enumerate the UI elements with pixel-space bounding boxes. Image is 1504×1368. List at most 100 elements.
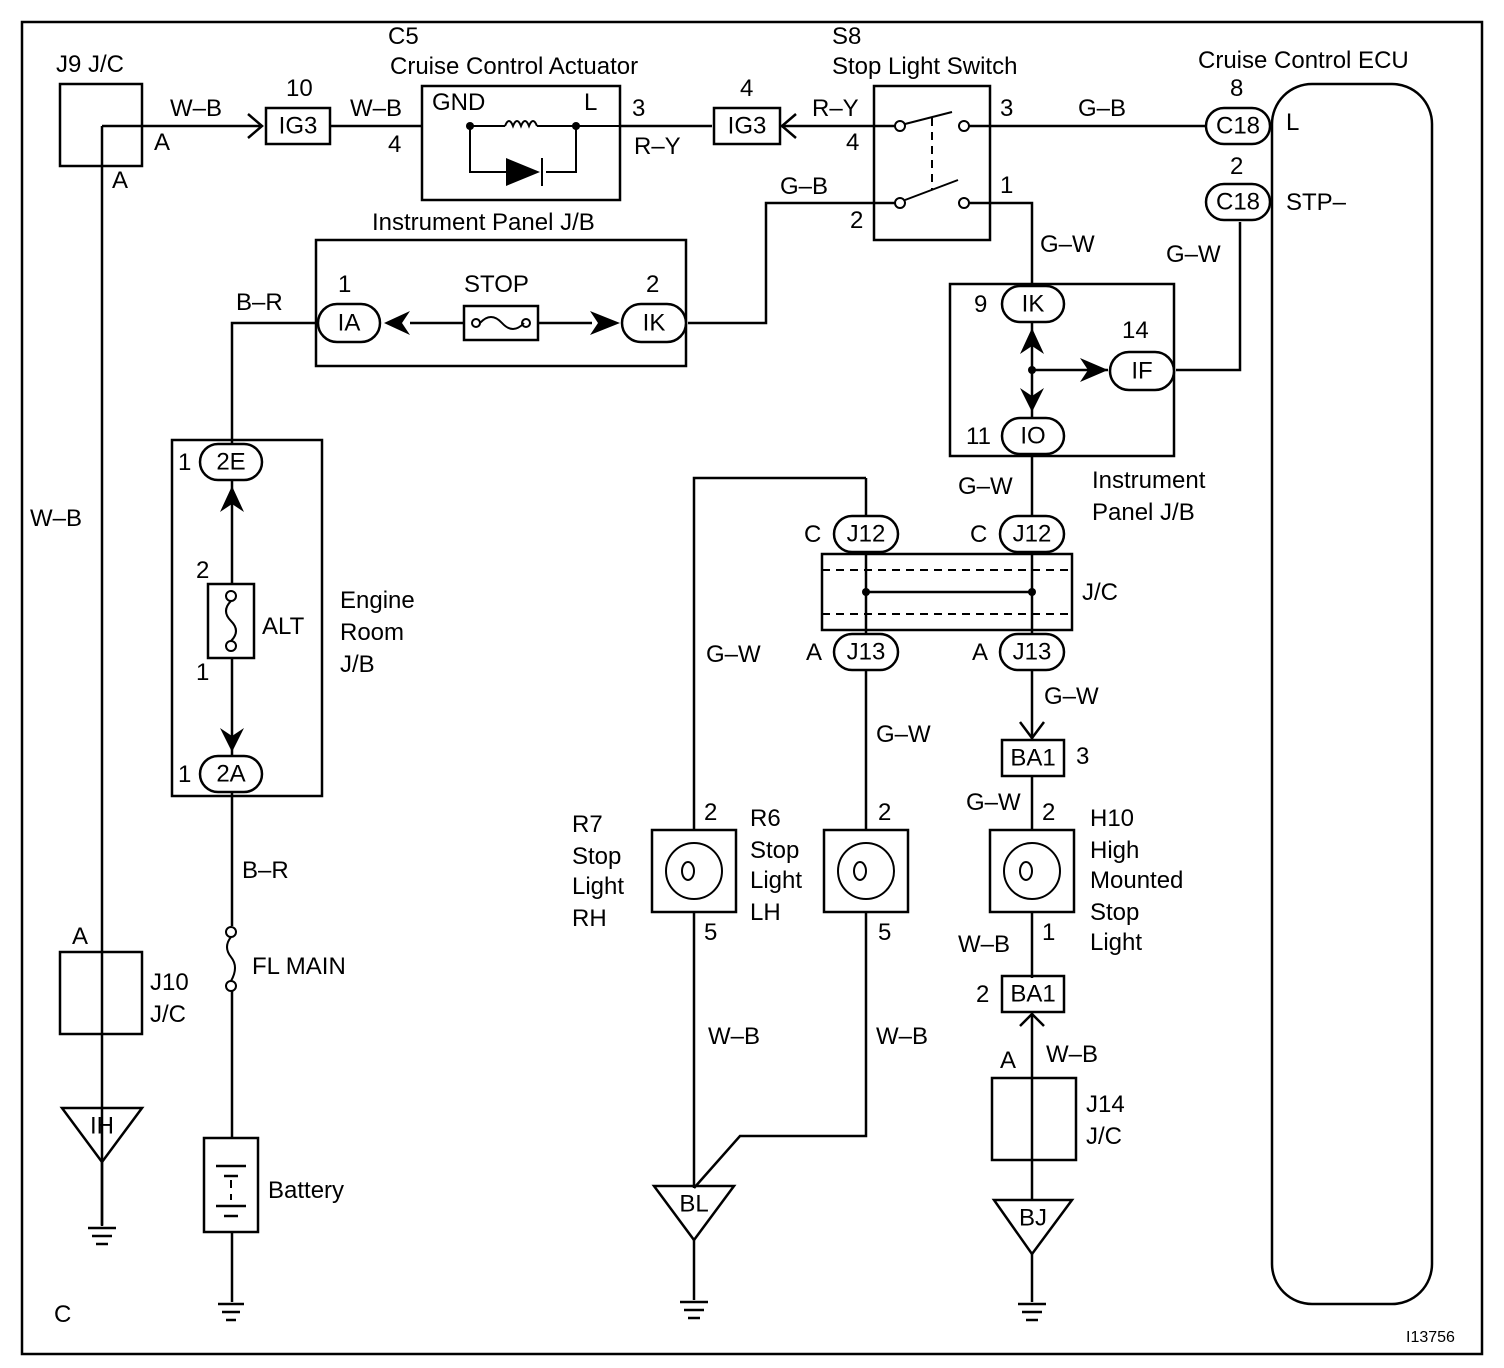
stop-light-lh-lamp — [822, 828, 910, 914]
if-connector: IF — [1108, 350, 1176, 392]
battery — [202, 1136, 260, 1234]
corner-c-label: C — [54, 1301, 71, 1328]
svg-text:J12: J12 — [847, 521, 886, 548]
arrow-io — [1020, 388, 1044, 412]
svg-text:IK: IK — [643, 310, 666, 337]
pin-4-s8: 4 — [846, 129, 859, 156]
pin-2-ecu: 2 — [1230, 153, 1243, 180]
high-mounted-stop-light-lamp — [988, 828, 1076, 914]
pin-3-act: 3 — [632, 95, 645, 122]
ground-bl — [680, 1300, 708, 1320]
ba1-connector-upper: BA1 — [1000, 738, 1066, 778]
wire-label-wb-h10: W–B — [958, 931, 1010, 958]
wire-label-wb-r7: W–B — [708, 1023, 760, 1050]
arrow-if — [1080, 358, 1108, 382]
r7-label-3: Light — [572, 873, 624, 900]
battery-label: Battery — [268, 1177, 344, 1204]
wire-label-gw-left: G–W — [706, 641, 761, 668]
wire-label-gw-mid: G–W — [876, 721, 931, 748]
io-connector: IO — [1000, 416, 1066, 456]
arrow-ik — [590, 311, 620, 335]
ground-ih — [88, 1226, 116, 1246]
pin-4-ig3: 4 — [740, 75, 753, 102]
stop-light-switch — [872, 84, 992, 242]
jc-junction-box — [820, 552, 1074, 632]
pin-4-act: 4 — [388, 131, 401, 158]
pin-1-2e: 1 — [178, 449, 191, 476]
j9-jc-box — [58, 82, 144, 168]
h10-label-3: Mounted — [1090, 867, 1183, 894]
s8-name: Stop Light Switch — [832, 53, 1017, 80]
wire-label-wb-left: W–B — [30, 505, 82, 532]
ih-ground-point: IH — [59, 1106, 145, 1165]
j13-connector-left: J13 — [832, 632, 900, 672]
stop-light-rh-lamp — [650, 828, 738, 914]
alt-label: ALT — [262, 613, 305, 640]
j12-left-pin-c: C — [804, 521, 821, 548]
j10-jc-box — [58, 950, 144, 1036]
2a-connector: 2A — [198, 754, 264, 794]
wire-label-gb-2: G–B — [780, 173, 828, 200]
ik-connector-top: IK — [620, 302, 688, 344]
ip-jb-right-label-2: Panel J/B — [1092, 499, 1195, 526]
j10-label: J10 — [150, 969, 189, 996]
svg-text:BJ: BJ — [1019, 1205, 1047, 1232]
svg-text:2E: 2E — [216, 449, 245, 476]
j10-jc-label: J/C — [150, 1001, 186, 1028]
ba1-lower-arrow — [1019, 1012, 1045, 1027]
j12-connector-left: J12 — [832, 514, 900, 554]
j13-right-pin-a: A — [972, 639, 988, 666]
j12-right-pin-c: C — [970, 521, 987, 548]
r6-pin-5: 5 — [878, 919, 891, 946]
pin-14-if: 14 — [1122, 317, 1149, 344]
pin-9-ik: 9 — [974, 291, 987, 318]
fl-main-label: FL MAIN — [252, 953, 346, 980]
r7-pin-5: 5 — [704, 919, 717, 946]
wire-label-ry-1: R–Y — [634, 133, 681, 160]
ia-connector: IA — [316, 302, 382, 344]
svg-text:2A: 2A — [216, 761, 245, 788]
r7-label-4: RH — [572, 905, 607, 932]
svg-text:C18: C18 — [1216, 113, 1260, 140]
pin-10: 10 — [286, 75, 313, 102]
r7-pin-2: 2 — [704, 799, 717, 826]
outer-frame — [20, 20, 1484, 1356]
pin-1-ia: 1 — [338, 271, 351, 298]
erjb-label-3: J/B — [340, 651, 375, 678]
svg-text:IG3: IG3 — [279, 113, 318, 140]
h10-label-5: Light — [1090, 929, 1142, 956]
svg-text:BL: BL — [679, 1191, 708, 1218]
j14-jc-label: J/C — [1086, 1123, 1122, 1150]
j9-pin-a-right: A — [154, 129, 170, 156]
h10-pin-1: 1 — [1042, 919, 1055, 946]
ecu-l-terminal: L — [1286, 109, 1299, 136]
pin-2-ba1: 2 — [976, 981, 989, 1008]
ground-battery — [218, 1302, 244, 1322]
c18-connector-1: C18 — [1204, 106, 1272, 146]
h10-pin-2: 2 — [1042, 799, 1055, 826]
r6-label-1: R6 — [750, 805, 781, 832]
s8-code: S8 — [832, 23, 861, 50]
pin-2-ik: 2 — [646, 271, 659, 298]
wire-label-gw-h10: G–W — [966, 789, 1021, 816]
j9-pin-a-bottom: A — [112, 167, 128, 194]
pin-3-s8: 3 — [1000, 95, 1013, 122]
pin-1-2a: 1 — [178, 761, 191, 788]
wire-label-gw-right: G–W — [1044, 683, 1099, 710]
h10-label-4: Stop — [1090, 899, 1139, 926]
pin-2-s8: 2 — [850, 207, 863, 234]
engine-room-jb — [170, 438, 324, 798]
r6-label-2: Stop — [750, 837, 799, 864]
ip-jb-right-label-1: Instrument — [1092, 467, 1206, 494]
svg-text:BA1: BA1 — [1010, 745, 1055, 772]
wire-label-gw-ip: G–W — [1040, 231, 1095, 258]
gnd-terminal: GND — [432, 89, 485, 116]
bl-ground-point: BL — [651, 1184, 737, 1243]
l-terminal: L — [584, 89, 597, 116]
ip-jb-top — [314, 238, 688, 368]
r6-pin-2: 2 — [878, 799, 891, 826]
svg-text:J12: J12 — [1013, 521, 1052, 548]
ip-jb-top-label: Instrument Panel J/B — [372, 209, 595, 236]
ip-jb-junction — [1028, 366, 1036, 374]
cruise-control-ecu — [1270, 82, 1434, 1306]
